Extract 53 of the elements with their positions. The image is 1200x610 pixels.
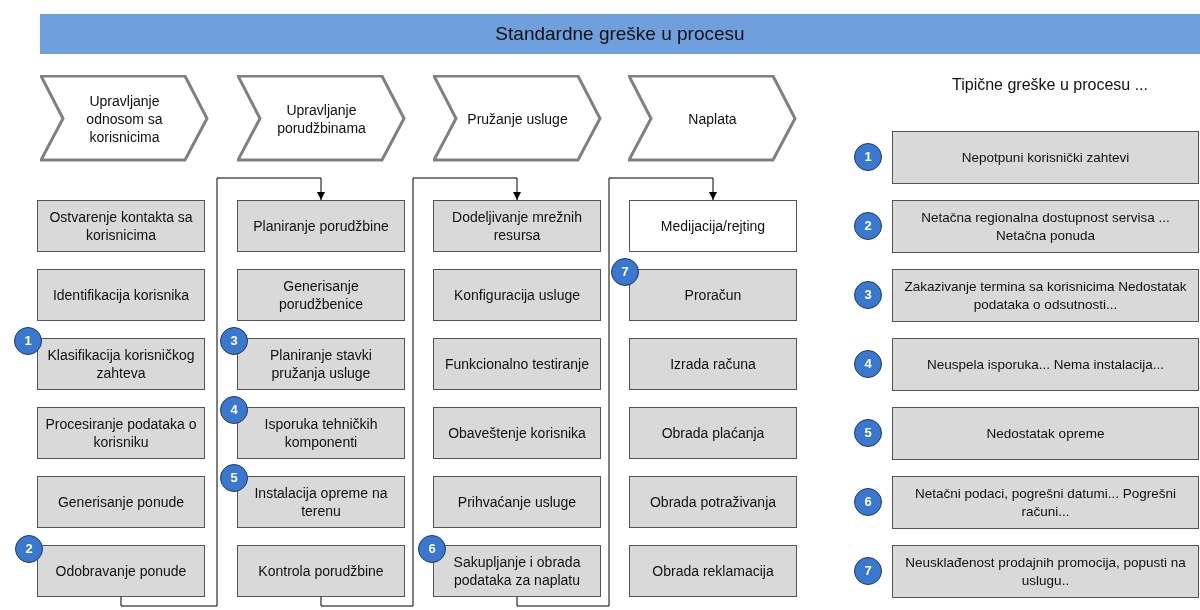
process-step-box: Izrada računa	[629, 338, 797, 390]
process-step-box: Dodeljivanje mrežnih resursa	[433, 200, 601, 252]
number-badge: 5	[854, 419, 882, 447]
process-step-box: Prihvaćanje usluge	[433, 476, 601, 528]
process-step-box: Instalacija opreme na terenu	[237, 476, 405, 528]
process-step-box: Identifikacija korisnika	[37, 269, 205, 321]
number-badge: 1	[854, 143, 882, 171]
process-step-box: Odobravanje ponude	[37, 545, 205, 597]
process-step-box: Obrada reklamacija	[629, 545, 797, 597]
error-description-box: Neuspela isporuka... Nema instalacija...	[892, 338, 1199, 391]
process-step-box: Obrada potraživanja	[629, 476, 797, 528]
title-banner: Standardne greške u procesu	[40, 14, 1200, 54]
process-step-box: Medijacija/rejting	[629, 200, 797, 252]
number-badge: 2	[15, 535, 43, 563]
process-step-box: Kontrola porudžbine	[237, 545, 405, 597]
connector-arrow	[120, 177, 325, 607]
process-stage-header: Upravljanje porudžbinama	[237, 75, 406, 162]
process-step-box: Funkcionalno testiranje	[433, 338, 601, 390]
number-badge: 3	[220, 327, 248, 355]
number-badge: 7	[854, 557, 882, 585]
process-step-box: Proračun	[629, 269, 797, 321]
connector-arrow	[516, 177, 717, 607]
process-step-box: Obrada plaćanja	[629, 407, 797, 459]
process-step-box: Procesiranje podataka o korisniku	[37, 407, 205, 459]
error-description-box: Nepotpuni korisnički zahtevi	[892, 131, 1199, 184]
number-badge: 4	[854, 350, 882, 378]
process-step-box: Generisanje porudžbenice	[237, 269, 405, 321]
process-step-box: Ostvarenje kontakta sa korisnicima	[37, 200, 205, 252]
number-badge: 2	[854, 212, 882, 240]
number-badge: 6	[854, 488, 882, 516]
error-description-box: Neusklađenost prodajnih promocija, popusti na uslugu..	[892, 545, 1199, 598]
number-badge: 3	[854, 281, 882, 309]
error-description-box: Zakazivanje termina sa korisnicima Nedostatak podataka o odsutnosti...	[892, 269, 1199, 322]
process-step-box: Obaveštenje korisnika	[433, 407, 601, 459]
process-step-box: Generisanje ponude	[37, 476, 205, 528]
number-badge: 6	[418, 535, 446, 563]
error-description-box: Nedostatak opreme	[892, 407, 1199, 460]
process-step-box: Planiranje porudžbine	[237, 200, 405, 252]
number-badge: 1	[14, 327, 42, 355]
number-badge: 4	[220, 396, 248, 424]
process-stage-header: Pružanje usluge	[433, 75, 602, 162]
process-step-box: Isporuka tehničkih komponenti	[237, 407, 405, 459]
process-step-box: Klasifikacija korisničkog zahteva	[37, 338, 205, 390]
process-step-box: Konfiguracija usluge	[433, 269, 601, 321]
section-heading: Tipične greške u procesu ...	[951, 76, 1149, 94]
process-stage-header: Naplata	[628, 75, 797, 162]
connector-arrow	[320, 177, 521, 607]
error-description-box: Netačni podaci, pogrešni datumi... Pogrešni računi...	[892, 476, 1199, 529]
process-step-box: Planiranje stavki pružanja usluge	[237, 338, 405, 390]
number-badge: 7	[611, 258, 639, 286]
process-stage-header: Upravljanje odnosom sa korisnicima	[40, 75, 209, 162]
error-description-box: Netačna regionalna dostupnost servisa ... Netačna ponuda	[892, 200, 1199, 253]
number-badge: 5	[220, 464, 248, 492]
